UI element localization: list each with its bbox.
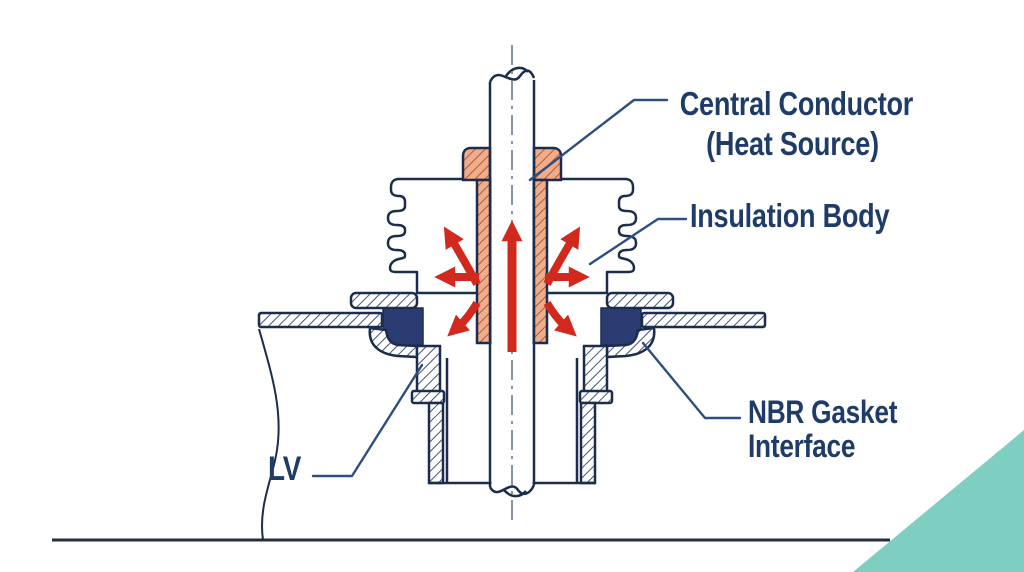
label-insulation-body: Insulation Body bbox=[690, 197, 890, 234]
leader-lines bbox=[311, 98, 742, 478]
tank-plates bbox=[257, 311, 767, 329]
skirt-lower-wall-left bbox=[427, 401, 445, 485]
label-central-conductor-line1: Central Conductor bbox=[679, 85, 914, 122]
label-central-conductor: Central Conductor (Heat Source) bbox=[679, 84, 914, 165]
teal-corner-triangle bbox=[853, 430, 1024, 572]
skirt-lip-left bbox=[410, 389, 446, 405]
skirt-wall-right bbox=[582, 344, 609, 395]
tube-break-top bbox=[488, 69, 536, 83]
skirt-lip-right bbox=[578, 389, 614, 405]
leader-central-conductor bbox=[528, 98, 669, 182]
tank-wall-torn-edge bbox=[258, 328, 280, 541]
arrow-down-right bbox=[543, 300, 577, 337]
label-nbr-gasket-line1: NBR Gasket bbox=[748, 394, 898, 430]
leader-nbr-gasket bbox=[641, 341, 742, 420]
arrow-down-left bbox=[447, 300, 481, 337]
skirt-lower-wall-right bbox=[579, 401, 597, 485]
tank-plate-right bbox=[640, 311, 767, 329]
flange-top-left bbox=[349, 291, 419, 310]
tube-break-top-loop bbox=[504, 66, 529, 77]
tube-break-bottom-loop bbox=[503, 489, 527, 498]
conductor-flange-block-left bbox=[461, 146, 492, 182]
flange-top-right bbox=[605, 291, 675, 310]
tube-break-bottom bbox=[488, 484, 536, 496]
heat-arrows bbox=[434, 220, 590, 352]
leader-insulation-body bbox=[588, 217, 688, 266]
label-lv: LV bbox=[268, 450, 302, 488]
label-nbr-gasket-line2: Interface bbox=[748, 427, 856, 464]
label-nbr-gasket: NBR Gasket Interface bbox=[748, 394, 898, 464]
label-central-conductor-line2: (Heat Source) bbox=[706, 125, 879, 163]
mounting-skirt bbox=[410, 344, 614, 485]
tank-plate-left bbox=[257, 311, 384, 329]
leader-lv bbox=[311, 363, 424, 478]
